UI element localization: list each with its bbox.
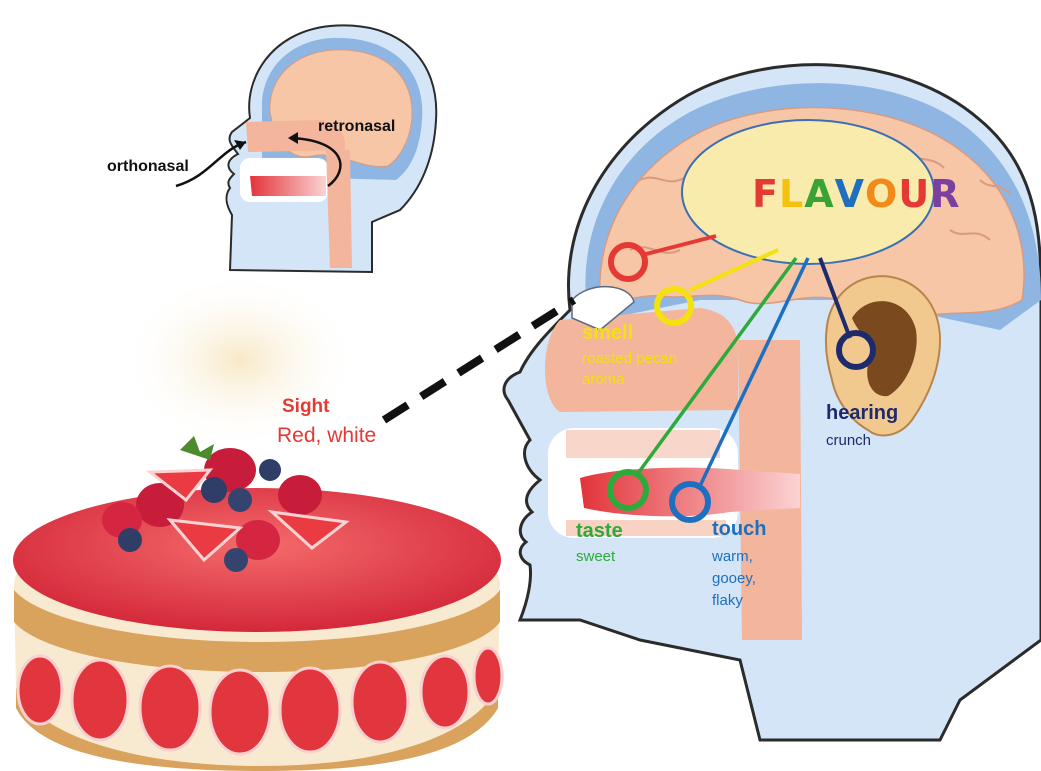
strawberry-slice xyxy=(140,666,200,750)
touch-title: touch xyxy=(712,518,766,541)
strawberry-slice xyxy=(280,668,340,752)
hearing-description: crunch xyxy=(826,432,871,449)
orthonasal-label: orthonasal xyxy=(107,158,189,176)
large-head-illustration xyxy=(504,65,1041,740)
strawberry-slice xyxy=(474,648,502,704)
flavour-letter: R xyxy=(930,172,960,216)
upper-teeth xyxy=(566,430,720,458)
touch-description-line2: gooey, xyxy=(712,570,756,587)
taste-description: sweet xyxy=(576,548,615,565)
blueberry xyxy=(118,528,142,552)
strawberry-slice xyxy=(72,660,128,740)
sight-description: Red, white xyxy=(277,424,376,448)
flavour-title: FLAVOUR xyxy=(752,172,960,216)
small-head-illustration xyxy=(176,25,436,272)
flavour-letter: O xyxy=(865,172,898,216)
blueberry xyxy=(224,548,248,572)
flavour-letter: V xyxy=(835,172,865,216)
flavour-letter: U xyxy=(898,172,930,216)
touch-description-line1: warm, xyxy=(712,548,753,565)
strawberry-slice xyxy=(210,670,270,754)
blueberry xyxy=(259,459,281,481)
touch-description-line3: flaky xyxy=(712,592,743,609)
small-throat xyxy=(326,150,352,268)
raspberry xyxy=(278,475,322,515)
flavour-letter: F xyxy=(752,172,779,216)
blueberry xyxy=(201,477,227,503)
strawberry-cake-image xyxy=(13,436,502,771)
blueberry xyxy=(228,488,252,512)
taste-title: taste xyxy=(576,520,623,543)
small-tongue xyxy=(250,176,326,196)
strawberry-slice xyxy=(421,656,469,728)
flavour-letter: A xyxy=(804,172,834,216)
aroma-steam xyxy=(120,270,360,450)
sight-title: Sight xyxy=(282,396,330,418)
glaze-top xyxy=(13,488,501,632)
smell-description-line1: roasted pecan xyxy=(582,350,677,367)
strawberry-slice xyxy=(352,662,408,742)
retronasal-label: retronasal xyxy=(318,118,395,136)
smell-description-line2: aroma xyxy=(582,371,625,388)
strawberry-slice xyxy=(18,656,62,724)
hearing-title: hearing xyxy=(826,402,898,425)
flavour-letter: L xyxy=(779,172,804,216)
smell-title: smell xyxy=(582,322,633,345)
